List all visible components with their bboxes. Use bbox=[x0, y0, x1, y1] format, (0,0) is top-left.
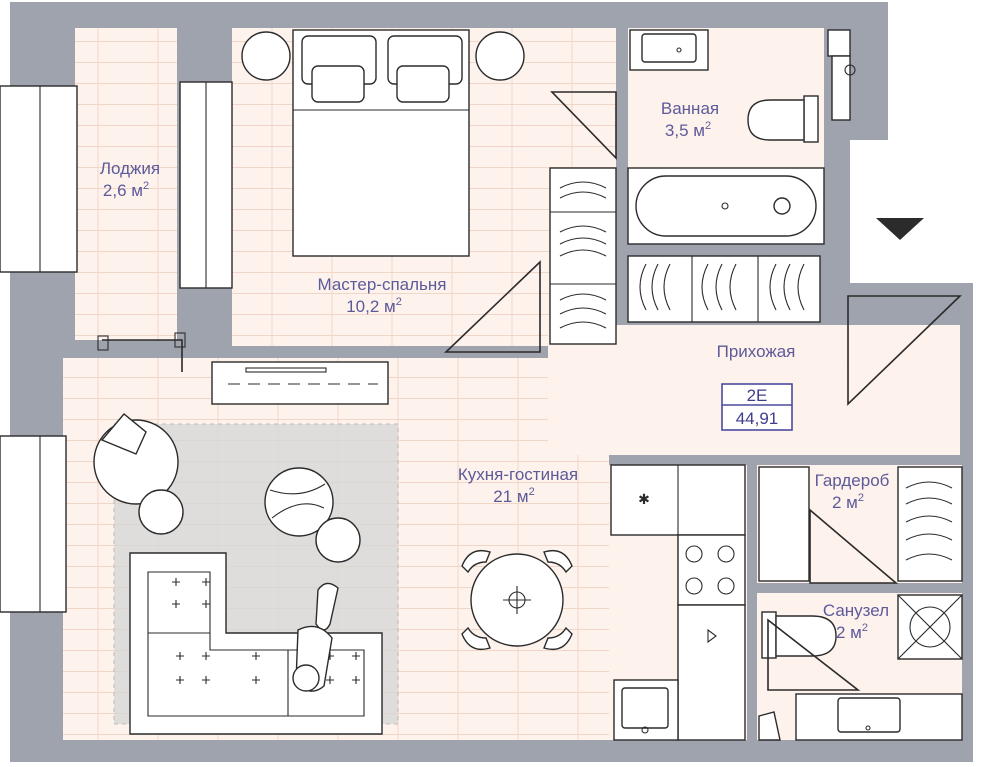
floor-loggia bbox=[75, 28, 177, 340]
label-hall: Прихожая bbox=[717, 342, 796, 361]
hall-wardrobe bbox=[627, 255, 821, 323]
entrance-arrow-icon bbox=[876, 218, 924, 240]
room-labels: Лоджия 2,6 м2 Мастер-спальня 10,2 м2 Ван… bbox=[100, 99, 890, 642]
label-wardrobe: Гардероб bbox=[815, 471, 890, 490]
round-table-icon bbox=[461, 549, 573, 651]
label-bath: Ванная bbox=[661, 99, 719, 118]
cooktop-icon bbox=[685, 545, 735, 595]
coffee-tables bbox=[264, 467, 361, 563]
svg-text:✱: ✱ bbox=[638, 492, 650, 508]
walkin-wardrobe bbox=[758, 466, 963, 582]
unit-code: 2Е bbox=[747, 386, 768, 405]
bathtub-icon bbox=[627, 167, 825, 245]
bedroom-wardrobe bbox=[549, 167, 617, 345]
area-loggia: 2,6 м2 bbox=[103, 180, 149, 200]
living-room-furniture bbox=[93, 361, 399, 735]
armchair bbox=[93, 413, 179, 505]
wc-fixtures bbox=[758, 594, 963, 741]
bed bbox=[241, 29, 525, 257]
person-figure bbox=[292, 582, 339, 692]
label-loggia: Лоджия bbox=[100, 159, 160, 178]
area-master: 10,2 м2 bbox=[346, 296, 402, 316]
unit-badge: 2Е 44,91 bbox=[721, 383, 793, 431]
windows bbox=[0, 81, 233, 613]
label-kitchen: Кухня-гостиная bbox=[458, 465, 578, 484]
area-bath: 3,5 м2 bbox=[665, 120, 711, 140]
sink-icon bbox=[613, 679, 679, 741]
doors bbox=[97, 91, 962, 691]
area-kitchen: 21 м2 bbox=[493, 486, 534, 506]
area-wardrobe: 2 м2 bbox=[832, 492, 864, 512]
label-wc: Санузел bbox=[823, 601, 889, 620]
toilet-icon bbox=[747, 95, 819, 143]
unit-area: 44,91 bbox=[736, 409, 779, 428]
bathroom-fixtures bbox=[627, 29, 856, 245]
area-wc: 2 м2 bbox=[836, 622, 868, 642]
label-master: Мастер-спальня bbox=[317, 275, 446, 294]
kitchen-units: ✱ bbox=[610, 464, 746, 741]
